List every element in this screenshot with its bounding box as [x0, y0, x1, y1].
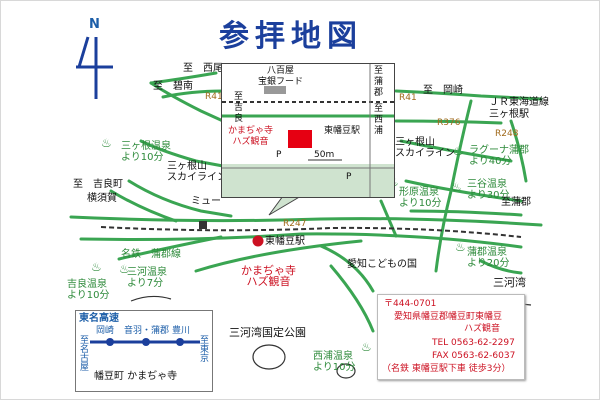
legend-stop-okazaki: 岡崎 [96, 326, 115, 336]
legend-to-nagoya: 至 名 古 屋 [80, 336, 90, 373]
info-name: ハズ観音 [464, 324, 501, 334]
inset-roads [222, 64, 394, 197]
label-mikawa-onsen: 三河温泉 より7分 [127, 267, 167, 289]
compass-icon [76, 36, 113, 99]
label-meitetsu-line: 名鉄 蒲郡線 [121, 249, 181, 260]
compass-label: N [89, 17, 100, 32]
info-address: 愛知県幡豆郡幡豆町東幡豆 [394, 312, 503, 322]
route-r41-right: R41 [399, 93, 417, 103]
label-jr-tokaido: ＪＲ東海道線 [489, 97, 549, 108]
inset-label-station: 東幡豆駅 [324, 126, 361, 136]
address-card: 〒444-0701 愛知県幡豆郡幡豆町東幡豆 ハズ観音 TEL 0563-62-… [377, 294, 525, 380]
inset-parking-1: P [276, 150, 282, 160]
label-national-park: 三河湾国定公園 [229, 326, 306, 339]
label-katahara: 形原温泉 より10分 [399, 187, 442, 209]
info-tel[interactable]: TEL 0563-62-2297 [432, 338, 515, 348]
map-title: 参拝地図 [219, 19, 363, 54]
label-lagoona: ラグーナ蒲郡 より40分 [469, 145, 529, 167]
route-r248: R248 [495, 129, 519, 139]
label-kira-town: 至 吉良町 [73, 179, 123, 190]
label-skyline-right: 三ヶ根山 スカイライン [395, 137, 455, 159]
highway-legend: 東名高速 岡崎 音羽・蒲郡 豊川 至 名 古 屋 至 東 京 幡豆町 かまぢゃ寺 [75, 310, 213, 392]
label-nishio: 至 西尾 [183, 63, 223, 74]
label-sangane-station: 三ヶ根駅 [489, 109, 529, 120]
label-gamagori-east: 至蒲郡 [501, 197, 531, 208]
inset-label-temple: かまぢゃ寺 ハズ観音 [228, 126, 274, 147]
label-nishiura-onsen: 西浦温泉 より10分 [313, 351, 356, 373]
label-mikawa-bay: 三河湾 [493, 276, 526, 289]
inset-label-kira: 至 吉 良 [234, 92, 244, 124]
legend-to-tokyo: 至 東 京 [200, 336, 210, 364]
temple-building-icon [288, 130, 312, 148]
legend-stop-otowa: 音羽・蒲郡 [124, 326, 170, 336]
svg-text:♨: ♨ [119, 262, 130, 276]
route-r247: R247 [283, 219, 307, 229]
route-r41-left: R41 [205, 92, 223, 102]
label-hekinan: 至 碧南 [153, 81, 193, 92]
route-r376: R376 [437, 118, 461, 128]
label-gamagori-onsen: 蒲郡温泉 より20分 [467, 247, 510, 269]
label-skyline-left: 三ヶ根山 スカイライン [167, 161, 227, 183]
svg-text:♨: ♨ [361, 340, 372, 354]
svg-text:♨: ♨ [101, 136, 112, 150]
svg-text:♨: ♨ [91, 260, 102, 274]
label-miya: 三谷温泉 より30分 [467, 179, 510, 201]
legend-stop-toyokawa: 豊川 [172, 326, 191, 336]
temple-marker-icon[interactable] [252, 235, 264, 247]
label-sangane-onsen: 三ヶ根温泉 より10分 [121, 141, 171, 163]
label-kira-onsen: 吉良温泉 より10分 [67, 279, 110, 301]
label-aichi-kodomo: 愛知こどもの国 [347, 259, 417, 270]
svg-text:♨: ♨ [453, 144, 464, 158]
inset-map: 八百屋 宝銀フード かまぢゃ寺 ハズ観音 東幡豆駅 至 吉 良 至 蒲 郡 至 … [221, 63, 395, 198]
museum-marker-icon [199, 221, 207, 229]
info-access: （名鉄 東幡豆駅下車 徒歩3分） [382, 364, 511, 374]
label-yokosuka: 横須賀 [87, 193, 117, 204]
label-okazaki: 至 岡崎 [423, 85, 463, 96]
inset-distance: 50m [314, 150, 335, 160]
info-fax: FAX 0563-62-6037 [432, 351, 516, 361]
legend-title: 東名高速 [79, 313, 119, 324]
inset-label-nishiura: 至 西 浦 [374, 104, 384, 136]
svg-text:♨: ♨ [451, 180, 462, 194]
svg-text:♨: ♨ [455, 240, 466, 254]
label-museum: ミュー [191, 196, 221, 207]
label-temple[interactable]: かまぢゃ寺 ハズ観音 [241, 264, 296, 288]
info-zip: 〒444-0701 [384, 299, 437, 309]
inset-label-hachi: 八百屋 宝銀フード [258, 66, 304, 87]
label-higashi-hazu-station: 東幡豆駅 [265, 236, 305, 247]
inset-parking-2: P [346, 172, 352, 182]
legend-line [90, 338, 200, 346]
inset-label-gamagori: 至 蒲 郡 [374, 66, 384, 98]
legend-caption: 幡豆町 かまぢゃ寺 [94, 371, 178, 382]
